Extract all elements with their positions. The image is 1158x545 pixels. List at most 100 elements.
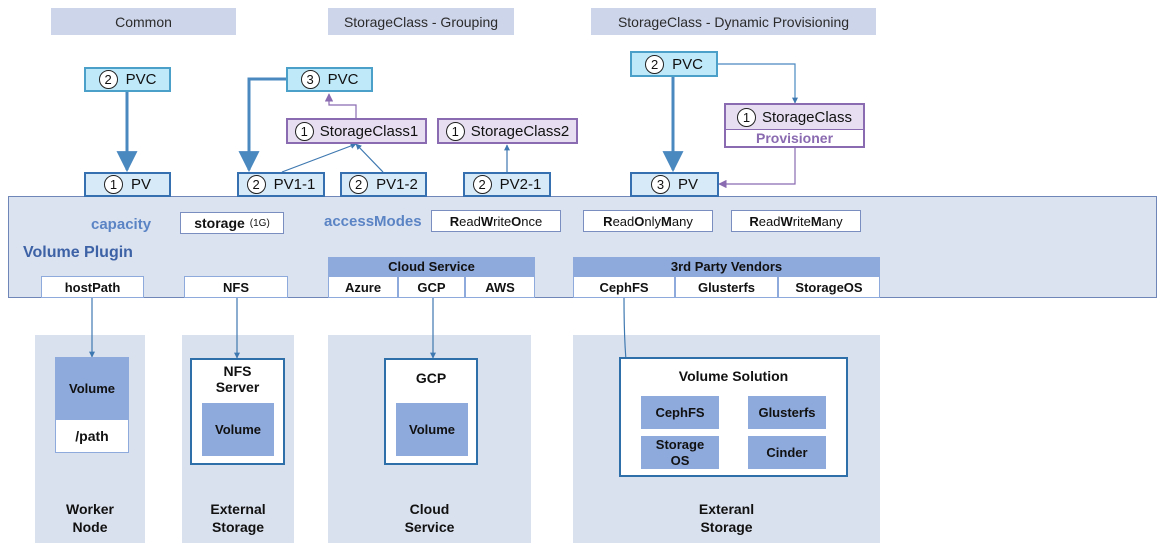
nfs-server-frame: NFS Server Volume bbox=[190, 358, 285, 465]
mode-text-part: ead bbox=[758, 213, 781, 229]
mode-text-part: ead bbox=[459, 213, 481, 229]
step-number: 1 bbox=[445, 121, 465, 141]
label-line: Storage bbox=[211, 519, 265, 535]
pv1-2[interactable]: 2 PV1-2 bbox=[340, 172, 427, 197]
plugin-gcp: GCP bbox=[398, 276, 465, 298]
gcp-title: GCP bbox=[415, 370, 447, 386]
storageclass1[interactable]: 1 StorageClass1 bbox=[286, 118, 427, 144]
volume-plugin-title: Volume Plugin bbox=[23, 244, 133, 261]
mode-text-part: rite bbox=[792, 213, 811, 229]
pv2-1[interactable]: 2 PV2-1 bbox=[463, 172, 551, 197]
worker-path: /path bbox=[75, 428, 109, 444]
worker-node-label: Worker Node bbox=[35, 500, 145, 536]
mode-text: ReadWriteMany bbox=[749, 214, 842, 229]
external-storage-label: External Storage bbox=[182, 500, 294, 536]
solution-glusterfs: Glusterfs bbox=[748, 396, 826, 429]
access-modes-label: accessModes bbox=[324, 213, 422, 230]
step-number: 3 bbox=[650, 175, 670, 194]
mode-text-part: ead bbox=[612, 213, 635, 229]
step-number: 1 bbox=[103, 175, 123, 194]
header-dynamic: StorageClass - Dynamic Provisioning bbox=[591, 8, 876, 35]
mode-initial: R bbox=[603, 213, 613, 229]
mode-initial: M bbox=[661, 213, 672, 229]
plugin-glusterfs: Glusterfs bbox=[675, 276, 778, 298]
mode-text-part: nly bbox=[644, 213, 662, 229]
nfs-server-title: NFS Server bbox=[192, 363, 283, 395]
label-line: Service bbox=[404, 519, 455, 535]
provisioner-label: Provisioner bbox=[755, 129, 834, 146]
cloud-service-bar: Cloud Service bbox=[328, 257, 535, 276]
plugin-hostpath: hostPath bbox=[41, 276, 144, 298]
mode-initial: R bbox=[749, 213, 759, 229]
title-line: NFS bbox=[223, 363, 252, 379]
gcp-frame: GCP Volume bbox=[384, 358, 478, 465]
storage-capacity-box: storage (1G) bbox=[180, 212, 284, 234]
storageclass-provisioner[interactable]: 1 StorageClass Provisioner bbox=[724, 103, 865, 148]
worker-volume-box: Volume /path bbox=[55, 357, 129, 453]
mode-initial: M bbox=[810, 213, 822, 229]
cloud-service-label: Cloud Service bbox=[328, 500, 531, 536]
pv-common[interactable]: 1 PV bbox=[84, 172, 171, 197]
pv-label: PV bbox=[677, 176, 698, 193]
storage-label: storage bbox=[194, 215, 245, 231]
capacity-label: capacity bbox=[91, 216, 152, 233]
label-line: Cloud bbox=[409, 501, 450, 517]
storageclass2[interactable]: 1 StorageClass2 bbox=[437, 118, 578, 144]
step-number: 2 bbox=[472, 175, 492, 194]
step-number: 1 bbox=[294, 121, 314, 141]
arrow-sc-pv bbox=[718, 148, 796, 189]
volume-solution-frame: Volume Solution CephFS Glusterfs Storage… bbox=[619, 357, 848, 477]
storageclass-label: StorageClass2 bbox=[470, 122, 570, 140]
mode-text-part: rite bbox=[493, 213, 512, 229]
pvc-dynamic[interactable]: 2 PVC bbox=[630, 51, 718, 77]
solution-cephfs: CephFS bbox=[641, 396, 719, 429]
label-line: Worker bbox=[66, 501, 114, 517]
solution-storageos: Storage OS bbox=[641, 436, 719, 469]
label-line: Storage bbox=[700, 519, 753, 535]
pvc-common[interactable]: 2 PVC bbox=[84, 67, 171, 92]
title-line: Server bbox=[215, 379, 260, 395]
access-mode-rwx: ReadWriteMany bbox=[731, 210, 861, 232]
plugin-aws: AWS bbox=[465, 276, 535, 298]
header-grouping: StorageClass - Grouping bbox=[328, 8, 514, 35]
arrow-pv11-sc1 bbox=[281, 143, 357, 173]
pv-label: PV2-1 bbox=[499, 176, 542, 193]
storage-size: (1G) bbox=[249, 217, 270, 229]
step-number: 2 bbox=[349, 175, 369, 194]
pv-label: PV1-1 bbox=[273, 176, 316, 193]
access-mode-rox: ReadOnlyMany bbox=[583, 210, 713, 232]
storageclass-label: StorageClass bbox=[761, 108, 853, 126]
label-line: Exteranl bbox=[698, 501, 755, 517]
plugin-azure: Azure bbox=[328, 276, 398, 298]
step-number: 3 bbox=[300, 70, 320, 89]
vendors-bar: 3rd Party Vendors bbox=[573, 257, 880, 276]
pv-label: PV1-2 bbox=[376, 176, 418, 193]
volume-solution-title: Volume Solution bbox=[678, 368, 789, 384]
mode-initial: O bbox=[634, 213, 645, 229]
pv-label: PV bbox=[130, 176, 151, 193]
header-common: Common bbox=[51, 8, 236, 35]
pv1-1[interactable]: 2 PV1-1 bbox=[237, 172, 325, 197]
mode-initial: W bbox=[780, 213, 793, 229]
worker-volume: Volume bbox=[56, 358, 128, 420]
step-number: 2 bbox=[98, 70, 118, 89]
mode-text-part: any bbox=[671, 213, 693, 229]
step-number: 2 bbox=[246, 175, 266, 194]
pvc-label: PVC bbox=[672, 55, 703, 73]
pvc-grouping[interactable]: 3 PVC bbox=[286, 67, 373, 92]
arrow-dynamic-pvc-sc bbox=[718, 63, 798, 104]
pv-dynamic[interactable]: 3 PV bbox=[630, 172, 719, 197]
plugin-cephfs: CephFS bbox=[573, 276, 675, 298]
plugin-nfs: NFS bbox=[184, 276, 288, 298]
storageclass-dynamic: 1 StorageClass bbox=[726, 105, 863, 130]
arrow-pv12-sc1 bbox=[355, 143, 384, 173]
label-line: External bbox=[210, 501, 266, 517]
item-line: OS bbox=[670, 452, 690, 468]
mode-initial: R bbox=[449, 213, 460, 229]
external-solution-label: Exteranl Storage bbox=[573, 500, 880, 536]
mode-text: ReadWriteOnce bbox=[450, 214, 543, 229]
mode-text-part: nce bbox=[521, 213, 543, 229]
storageclass-label: StorageClass1 bbox=[319, 122, 419, 140]
arrow-sc1-pvc bbox=[324, 93, 357, 118]
